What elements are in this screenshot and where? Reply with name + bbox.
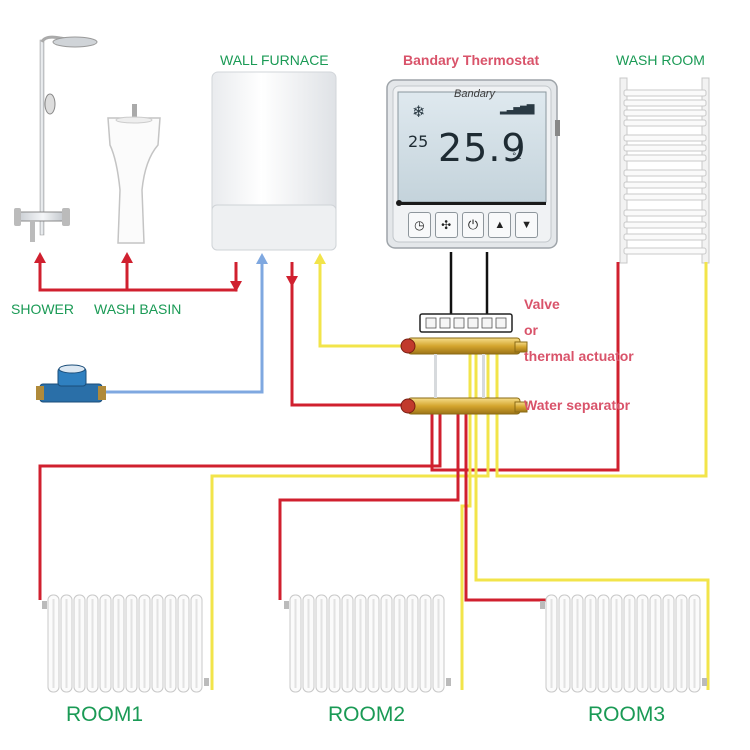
actuator-block xyxy=(419,313,513,333)
up-icon[interactable]: ▲ xyxy=(488,212,512,238)
temperature-unit: °c xyxy=(512,152,522,162)
radiator-room1 xyxy=(42,594,209,693)
heating-return-pipe xyxy=(314,253,410,348)
shower-label: SHOWER xyxy=(11,301,74,317)
room1-label: ROOM1 xyxy=(66,703,144,726)
wash-basin-label: WASH BASIN xyxy=(94,301,182,317)
room3-label: ROOM3 xyxy=(588,703,666,726)
valve-label: Valve xyxy=(524,296,560,312)
wall-furnace-icon xyxy=(211,71,337,251)
domestic-hot-water-pipe xyxy=(38,262,238,292)
wall-furnace-label: WALL FURNACE xyxy=(220,52,329,68)
cold-water-pipe xyxy=(100,253,268,394)
thermostat-device xyxy=(386,79,560,249)
thermostat-title: Bandary Thermostat xyxy=(403,52,540,68)
thermostat-buttons: ◷ ✣ ⏻ ▲ ▼ xyxy=(408,212,538,238)
power-icon[interactable]: ⏻ xyxy=(461,212,485,238)
thermal-actuator-label: thermal actuator xyxy=(524,348,634,364)
snowflake-icon: ❄ xyxy=(412,102,426,121)
shower-icon xyxy=(14,35,98,242)
lower-manifold xyxy=(400,354,528,415)
clock-icon[interactable]: ◷ xyxy=(408,212,431,238)
water-meter-icon xyxy=(36,364,106,403)
towel-radiator-icon xyxy=(619,77,710,264)
radiator-room2 xyxy=(284,594,451,693)
down-icon[interactable]: ▼ xyxy=(515,212,538,238)
room2-label: ROOM2 xyxy=(328,703,406,726)
domestic-hot-water-arrows xyxy=(34,252,242,292)
signal-icon: ▂▃▅▆▇ xyxy=(500,104,534,115)
set-temperature: 25 xyxy=(408,132,429,151)
fan-icon[interactable]: ✣ xyxy=(434,212,458,238)
wash-room-label: WASH ROOM xyxy=(616,52,705,68)
heating-flow-pipe xyxy=(286,262,410,407)
current-temperature: 25.9 xyxy=(438,126,527,170)
thermostat-brand: Bandary xyxy=(454,88,495,100)
room-loop-pipes xyxy=(38,262,710,690)
upper-manifold xyxy=(400,337,528,355)
or-label: or xyxy=(524,322,538,338)
radiator-room3 xyxy=(540,594,707,693)
thermostat-wires xyxy=(449,252,489,314)
wash-basin-icon xyxy=(107,104,161,244)
water-separator-label: Water separator xyxy=(524,397,631,413)
